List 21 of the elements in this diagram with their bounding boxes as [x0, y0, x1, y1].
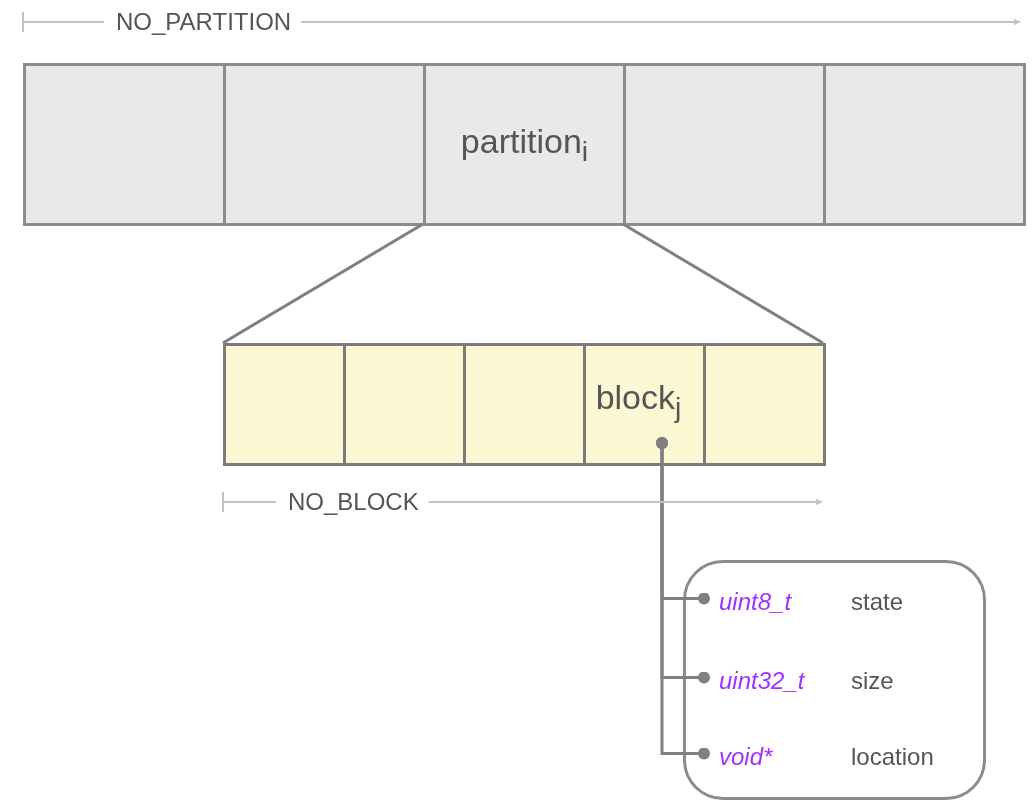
- field-type: uint8_t: [719, 588, 792, 616]
- zoom-line: [622, 222, 824, 345]
- block-cell: [463, 343, 586, 466]
- struct-box: [683, 560, 986, 800]
- partition-label: partition$_{i}$: [460, 121, 589, 168]
- block-cell: [583, 343, 706, 466]
- block-label: block$_{j}$: [595, 377, 682, 424]
- block-cell: [343, 343, 466, 466]
- partition-cell: [223, 63, 426, 226]
- partition-cell: [623, 63, 826, 226]
- zoom-line: [222, 222, 424, 345]
- partition-cell: [823, 63, 1026, 226]
- field-name: size: [851, 667, 894, 695]
- field-name: state: [851, 588, 904, 616]
- block-cell: [703, 343, 826, 466]
- block-cell: [223, 343, 346, 466]
- field-type: uint32_t: [719, 667, 805, 695]
- field-type: void*: [719, 743, 773, 771]
- partition-cell: [423, 63, 626, 226]
- field-name: location: [851, 743, 934, 771]
- partition-cell: [23, 63, 226, 226]
